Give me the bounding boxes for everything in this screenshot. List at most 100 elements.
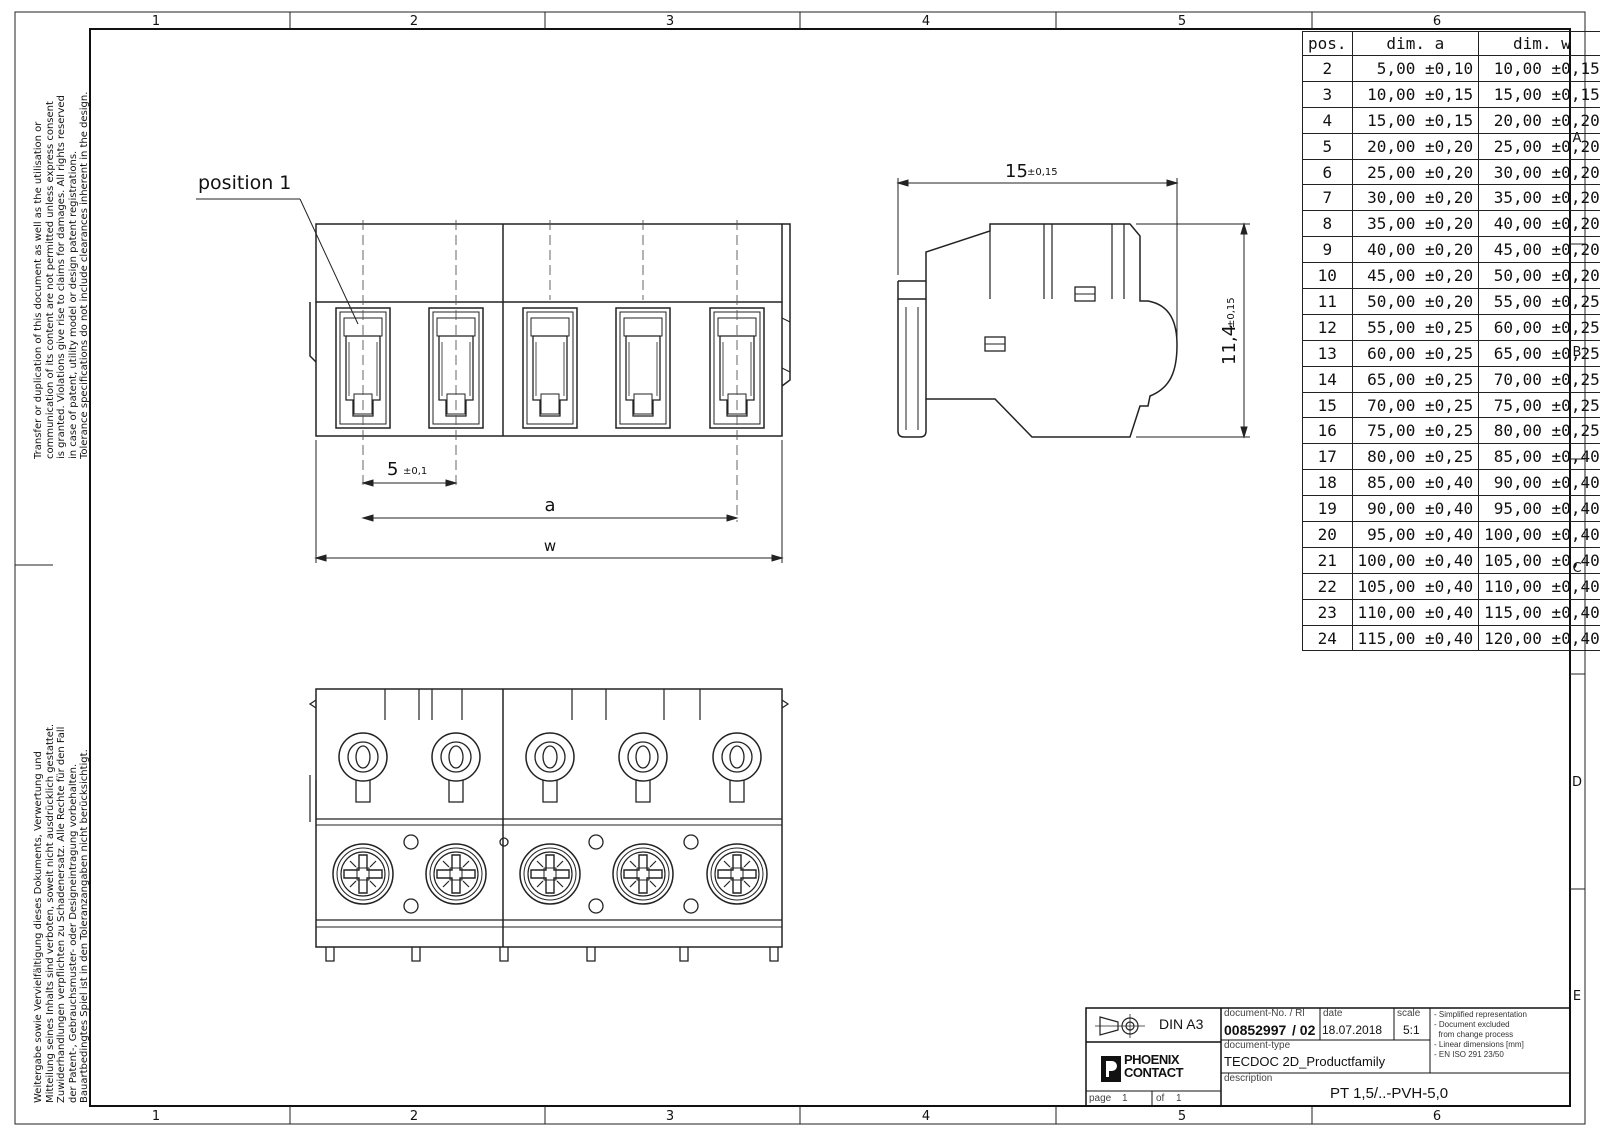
doc-type-label: document-type [1224, 1040, 1291, 1051]
width-dimension [896, 178, 1179, 340]
note-line: - Linear dimensions [mm] [1434, 1040, 1524, 1049]
table-cell-dim-w: 75,00 ±0,25 [1478, 391, 1600, 419]
table-cell-dim-w: 95,00 ±0,40 [1478, 495, 1600, 523]
top-view-wire-eyelets [338, 732, 762, 803]
legal-line: Mitteilung seines Inhalts sind verboten,… [44, 723, 56, 1103]
table-cell-dim-w: 70,00 ±0,25 [1478, 365, 1600, 393]
table-cell-dim-a: 110,00 ±0,40 [1351, 598, 1480, 626]
table-cell-dim-a: 75,00 ±0,25 [1351, 417, 1480, 445]
table-cell-dim-a: 90,00 ±0,40 [1351, 495, 1480, 523]
table-cell-dim-w: 25,00 ±0,20 [1478, 132, 1600, 160]
table-cell-dim-w: 120,00 ±0,40 [1478, 624, 1600, 652]
dimension-a-label: a [544, 495, 555, 516]
table-cell-dim-a: 10,00 ±0,15 [1351, 80, 1480, 108]
table-cell-pos: 15 [1302, 391, 1353, 419]
product-description: PT 1,5/..-PVH-5,0 [1330, 1085, 1449, 1102]
screw-head-icon [519, 843, 581, 905]
table-cell-dim-a: 95,00 ±0,40 [1351, 521, 1480, 548]
column-label-5: 5 [1178, 14, 1186, 29]
doc-number: 00852997 [1224, 1022, 1287, 1038]
wire-eyelet [525, 732, 575, 803]
table-cell-dim-a: 105,00 ±0,40 [1351, 572, 1480, 600]
table-header-pos: pos. [1302, 31, 1353, 56]
screw-head-icon [706, 843, 768, 905]
width-tolerance: ±0,15 [1027, 167, 1058, 178]
table-cell-dim-w: 100,00 ±0,40 [1478, 521, 1600, 548]
table-cell-pos: 12 [1302, 313, 1353, 341]
note-line: - Document excluded [1434, 1020, 1510, 1029]
sheet-format: DIN A3 [1159, 1016, 1204, 1032]
date-label: date [1323, 1008, 1343, 1019]
top-view-small-holes [403, 834, 699, 914]
wire-eyelet [431, 732, 481, 803]
height-tolerance: ±0,15 [1226, 297, 1237, 328]
table-cell-dim-a: 25,00 ±0,20 [1351, 158, 1480, 186]
legal-line: der Patent-, Gebrauchsmuster- oder Desig… [67, 763, 79, 1103]
height-dimension [1136, 222, 1250, 439]
width-value: 15 [1005, 161, 1028, 182]
pin-slot [615, 307, 671, 429]
wire-eyelet [618, 732, 668, 803]
column-label-3: 3 [666, 14, 674, 29]
table-cell-dim-w: 50,00 ±0,20 [1478, 262, 1600, 290]
table-cell-dim-w: 15,00 ±0,15 [1478, 80, 1600, 108]
table-cell-pos: 24 [1302, 624, 1353, 652]
table-header-dim-w: dim. w [1478, 31, 1600, 56]
row-label-e: E [1573, 989, 1581, 1004]
pitch-value: 5 [387, 459, 398, 480]
table-cell-dim-w: 30,00 ±0,20 [1478, 158, 1600, 186]
doc-revision: / 02 [1292, 1022, 1316, 1038]
table-cell-dim-a: 20,00 ±0,20 [1351, 132, 1480, 160]
column-label-2: 2 [410, 14, 418, 29]
front-view [309, 223, 791, 437]
table-cell-pos: 21 [1302, 546, 1353, 574]
wire-eyelet [338, 732, 388, 803]
column-label-4: 4 [922, 14, 930, 29]
dimension-a-line [361, 514, 739, 522]
table-cell-dim-w: 45,00 ±0,20 [1478, 236, 1600, 264]
legal-notice-english: Transfer or duplication of this document… [33, 0, 91, 459]
page-number: 1 [1122, 1093, 1128, 1104]
dimension-w-label: w [544, 537, 556, 555]
column-label-bottom-2: 2 [410, 1109, 418, 1124]
table-cell-dim-w: 115,00 ±0,40 [1478, 598, 1600, 626]
table-cell-dim-a: 50,00 ±0,20 [1351, 288, 1480, 315]
table-cell-pos: 5 [1302, 132, 1353, 160]
top-view [308, 688, 790, 962]
doc-number-label: document-No. / Rl [1224, 1008, 1305, 1019]
legal-line: in case of patent, utility model or desi… [67, 150, 79, 459]
column-label-bottom-4: 4 [922, 1109, 930, 1124]
table-cell-pos: 2 [1302, 55, 1353, 82]
table-cell-dim-a: 65,00 ±0,25 [1351, 365, 1480, 393]
column-label-1: 1 [152, 14, 160, 29]
table-cell-pos: 16 [1302, 417, 1353, 445]
table-cell-pos: 19 [1302, 495, 1353, 523]
legal-line: communication of its content are not per… [44, 101, 56, 459]
table-header-dim-a: dim. a [1351, 31, 1480, 56]
table-cell-dim-w: 35,00 ±0,20 [1478, 184, 1600, 212]
doc-type: TECDOC 2D_Productfamily [1224, 1054, 1386, 1069]
table-cell-pos: 22 [1302, 572, 1353, 600]
table-cell-dim-w: 55,00 ±0,25 [1478, 288, 1600, 315]
note-line: - Simplified representation [1434, 1010, 1527, 1019]
legal-line: is granted. Violations give rise to clai… [56, 95, 68, 459]
front-view-centerlines [362, 220, 738, 522]
of-label: of [1156, 1093, 1165, 1104]
column-label-bottom-1: 1 [152, 1109, 160, 1124]
column-label-bottom-3: 3 [666, 1109, 674, 1124]
drawing-notes: - Simplified representation - Document e… [1434, 1010, 1527, 1060]
logo-line: CONTACT [1124, 1065, 1184, 1080]
note-line: - EN ISO 291 23/50 [1434, 1050, 1504, 1059]
pitch-tolerance: ±0,1 [403, 466, 427, 477]
